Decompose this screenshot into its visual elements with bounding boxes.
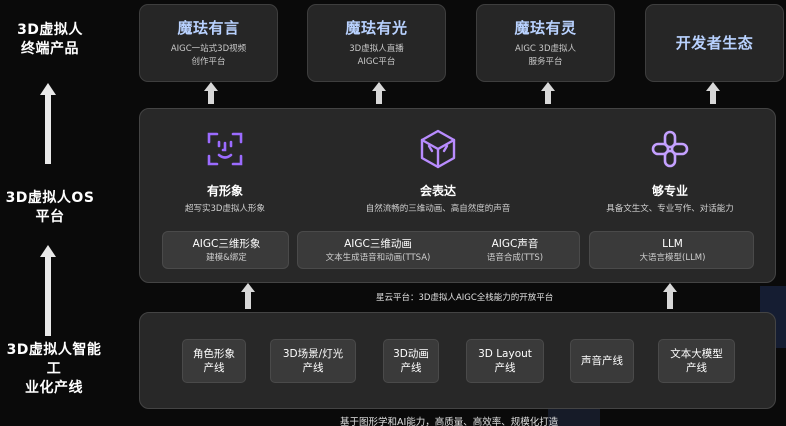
capability-card-llm[interactable]: LLM 大语言模型(LLM) xyxy=(589,231,754,269)
feature-title: 够专业 xyxy=(651,184,688,198)
up-arrow-icon xyxy=(663,283,677,309)
feature-professional: 够专业 具备文生文、专业写作、对话能力 xyxy=(595,129,745,215)
up-arrow-icon xyxy=(372,82,386,104)
product-card[interactable]: 魔珐有灵 AIGC 3D虚拟人 服务平台 xyxy=(476,4,615,82)
product-desc: AIGC一站式3D视频 创作平台 xyxy=(170,44,247,67)
label-terminal-products: 3D虚拟人 终端产品 xyxy=(17,22,83,57)
capability-title: AIGC三维形象 xyxy=(192,238,261,250)
product-desc: 3D虚拟人直播 AIGC平台 xyxy=(349,44,404,67)
production-line-item[interactable]: 文本大模型产线 xyxy=(658,339,735,383)
cube-face-icon xyxy=(420,129,456,169)
capability-desc: 语音合成(TTS) xyxy=(486,253,544,263)
capability-desc: 建模&绑定 xyxy=(206,253,247,263)
capability-title: AIGC声音 xyxy=(491,238,539,250)
product-title: 魔珐有灵 xyxy=(514,19,577,37)
feature-expression: 会表达 自然流畅的三维动画、高自然度的声音 xyxy=(338,129,538,215)
face-scan-icon xyxy=(207,132,243,166)
capability-title: AIGC三维动画 xyxy=(344,238,412,250)
product-card[interactable]: 魔珐有言 AIGC一站式3D视频 创作平台 xyxy=(139,4,278,82)
up-arrow-icon xyxy=(40,83,56,164)
feature-title: 有形象 xyxy=(206,184,243,198)
production-line-item[interactable]: 声音产线 xyxy=(570,339,634,383)
capability-card-animation-voice[interactable]: AIGC三维动画 文本生成语音和动画(TTSA) AIGC声音 语音合成(TTS… xyxy=(297,231,580,269)
feature-title: 会表达 xyxy=(419,184,456,198)
label-production-line: 3D虚拟人智能工 业化产线 xyxy=(6,342,102,396)
production-caption: 基于图形学和AI能力，高质量、高效率、规模化打造 xyxy=(340,417,559,426)
feature-desc: 自然流畅的三维动画、高自然度的声音 xyxy=(365,204,511,214)
capability-desc: 文本生成语音和动画(TTSA) xyxy=(325,253,431,263)
up-arrow-icon xyxy=(40,245,56,336)
product-title: 魔珐有言 xyxy=(177,19,240,37)
platform-caption: 星云平台：3D虚拟人AIGC全栈能力的开放平台 xyxy=(376,293,554,303)
feature-desc: 具备文生文、专业写作、对话能力 xyxy=(606,204,734,214)
up-arrow-icon xyxy=(541,82,555,104)
capability-desc: 大语言模型(LLM) xyxy=(639,253,706,263)
production-line-item[interactable]: 角色形象产线 xyxy=(182,339,246,383)
product-desc: AIGC 3D虚拟人 服务平台 xyxy=(515,44,576,67)
up-arrow-icon xyxy=(706,82,720,104)
product-card[interactable]: 开发者生态 xyxy=(645,4,784,82)
feature-appearance: 有形象 超写实3D虚拟人形象 xyxy=(165,129,285,215)
capability-title: LLM xyxy=(662,238,683,250)
feature-desc: 超写实3D虚拟人形象 xyxy=(185,204,265,214)
puzzle-pieces-icon xyxy=(651,130,689,168)
label-os-platform: 3D虚拟人OS 平台 xyxy=(5,190,95,225)
os-platform-panel: 有形象 超写实3D虚拟人形象 会表达 自然流畅的三维动画、高自然度的声音 够专业… xyxy=(139,108,776,283)
product-title: 开发者生态 xyxy=(675,34,754,52)
product-title: 魔珐有光 xyxy=(345,19,408,37)
up-arrow-icon xyxy=(241,283,255,309)
production-line-item[interactable]: 3D场景/灯光产线 xyxy=(270,339,356,383)
production-line-item[interactable]: 3D动画产线 xyxy=(383,339,439,383)
product-card[interactable]: 魔珐有光 3D虚拟人直播 AIGC平台 xyxy=(307,4,446,82)
capability-card-avatar[interactable]: AIGC三维形象 建模&绑定 xyxy=(162,231,289,269)
up-arrow-icon xyxy=(204,82,218,104)
